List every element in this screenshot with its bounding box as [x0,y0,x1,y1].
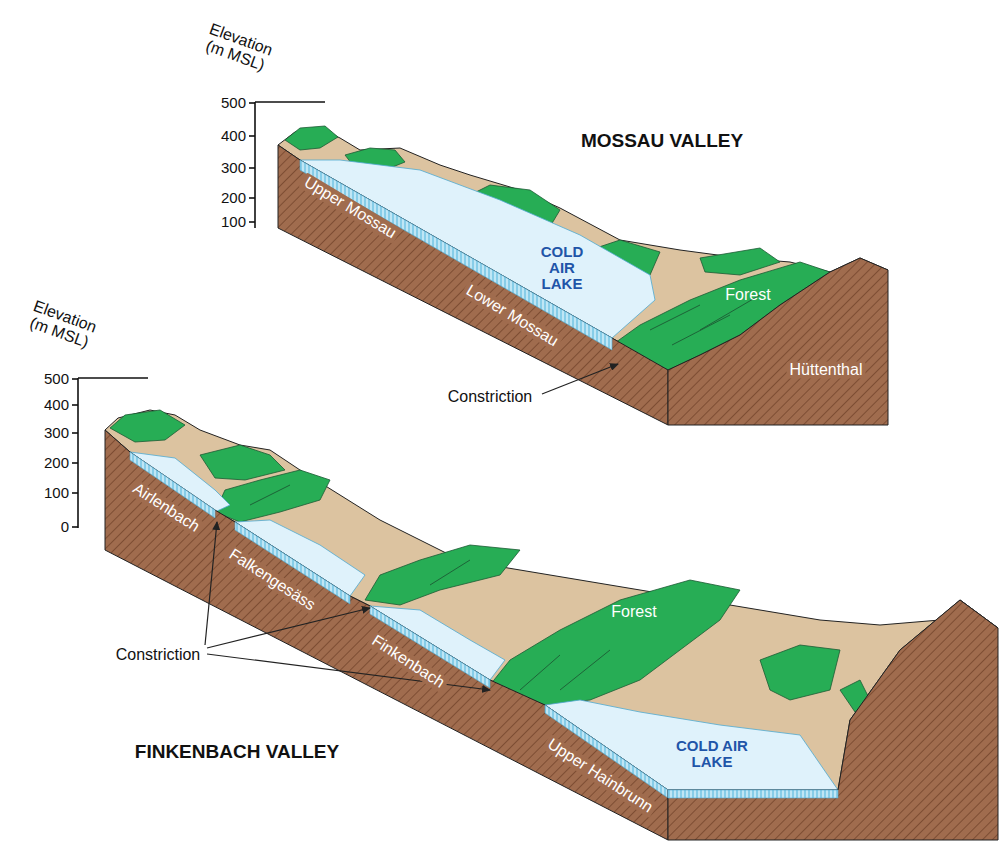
valley-title: MOSSAU VALLEY [581,131,743,151]
axis-tick: 400 [44,397,69,413]
axis-tick: 100 [221,214,246,230]
finkenbach-block [105,410,998,840]
place-name: Hüttenthal [787,362,866,379]
place-name: Upper Hainbrunn [542,734,658,818]
lake-label: COLD AIR LAKE [539,244,585,291]
valley-title: FINKENBACH VALLEY [135,742,339,762]
axis-tick: 400 [221,128,246,144]
lake-label: COLD AIR LAKE [667,738,757,770]
axis-tick: 300 [44,425,69,441]
place-name: Finkenbach [366,631,450,693]
region-label: Forest [725,287,770,304]
place-name: Upper Mossau [299,172,402,243]
axis-title: Elevation (m MSL) [191,17,285,79]
place-name: Falkengesäss [224,544,321,615]
axis-title: Elevation (m MSL) [15,294,109,356]
place-name: Airlenbach [127,479,205,538]
axis-tick: 500 [221,95,246,111]
axis-tick: 0 [61,519,69,535]
axis-tick: 100 [44,485,69,501]
region-label: Forest [611,604,656,621]
axis-tick: 200 [221,190,246,206]
mossau-block [278,126,888,425]
callout-label: Constriction [116,647,200,664]
axis-tick: 200 [44,455,69,471]
leader-lines [205,364,618,690]
callout-label: Constriction [448,389,532,406]
axis-tick: 300 [221,160,246,176]
axis-tick: 500 [44,371,69,387]
